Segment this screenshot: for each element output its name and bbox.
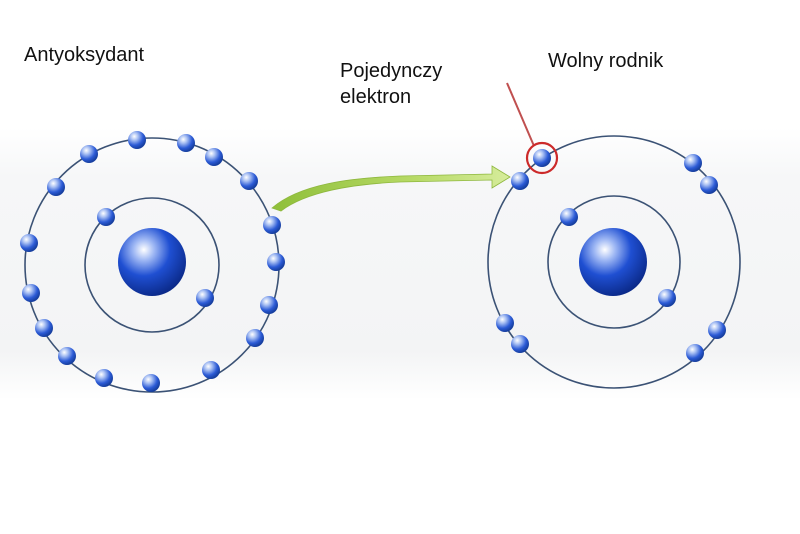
antioxidant-electron [246,329,264,347]
single-electron-label: Pojedynczy elektron [340,58,442,110]
antioxidant-electron [22,284,40,302]
antioxidant-atom [20,131,285,393]
antioxidant-electron [202,361,220,379]
antioxidant-electron [177,134,195,152]
antioxidant-electron [95,369,113,387]
free-radical-nucleus [579,228,647,296]
antioxidant-electron [47,178,65,196]
antioxidant-electron [80,145,98,163]
antioxidant-electron [205,148,223,166]
antioxidant-electron [196,289,214,307]
antioxidant-electron [263,216,281,234]
free-radical-electron [658,289,676,307]
antioxidant-electron [128,131,146,149]
single-electron-highlight [525,141,559,175]
pointer-line [506,82,535,147]
free-radical-electron [496,314,514,332]
antioxidant-inner-orbit [84,197,220,333]
free-radical-atom [487,135,741,389]
antioxidant-electron [267,253,285,271]
free-radical-outer-orbit [487,135,741,389]
single-electron-label-line2: elektron [340,86,412,108]
antioxidant-electron [240,172,258,190]
antioxidant-electron [20,234,38,252]
antioxidant-electron [260,296,278,314]
antioxidant-electron [142,374,160,392]
single-electron [533,149,551,167]
free-radical-electron [511,172,529,190]
free-radical-electron [700,176,718,194]
free-radical-label: Wolny rodnik [548,50,664,72]
free-radical-electrons [496,149,726,362]
antioxidant-electron [35,319,53,337]
free-radical-electron [511,335,529,353]
antioxidant-label: Antyoksydant [24,44,145,66]
antioxidant-electron [58,347,76,365]
antioxidant-electrons [20,131,285,392]
transfer-arrow [271,165,511,212]
free-radical-inner-orbit [547,195,681,329]
free-radical-electron [560,208,578,226]
free-radical-electron [686,344,704,362]
single-electron-label-line1: Pojedynczy [340,60,443,82]
free-radical-electron [684,154,702,172]
free-radical-electron [708,321,726,339]
antioxidant-nucleus [118,228,186,296]
antioxidant-electron [97,208,115,226]
